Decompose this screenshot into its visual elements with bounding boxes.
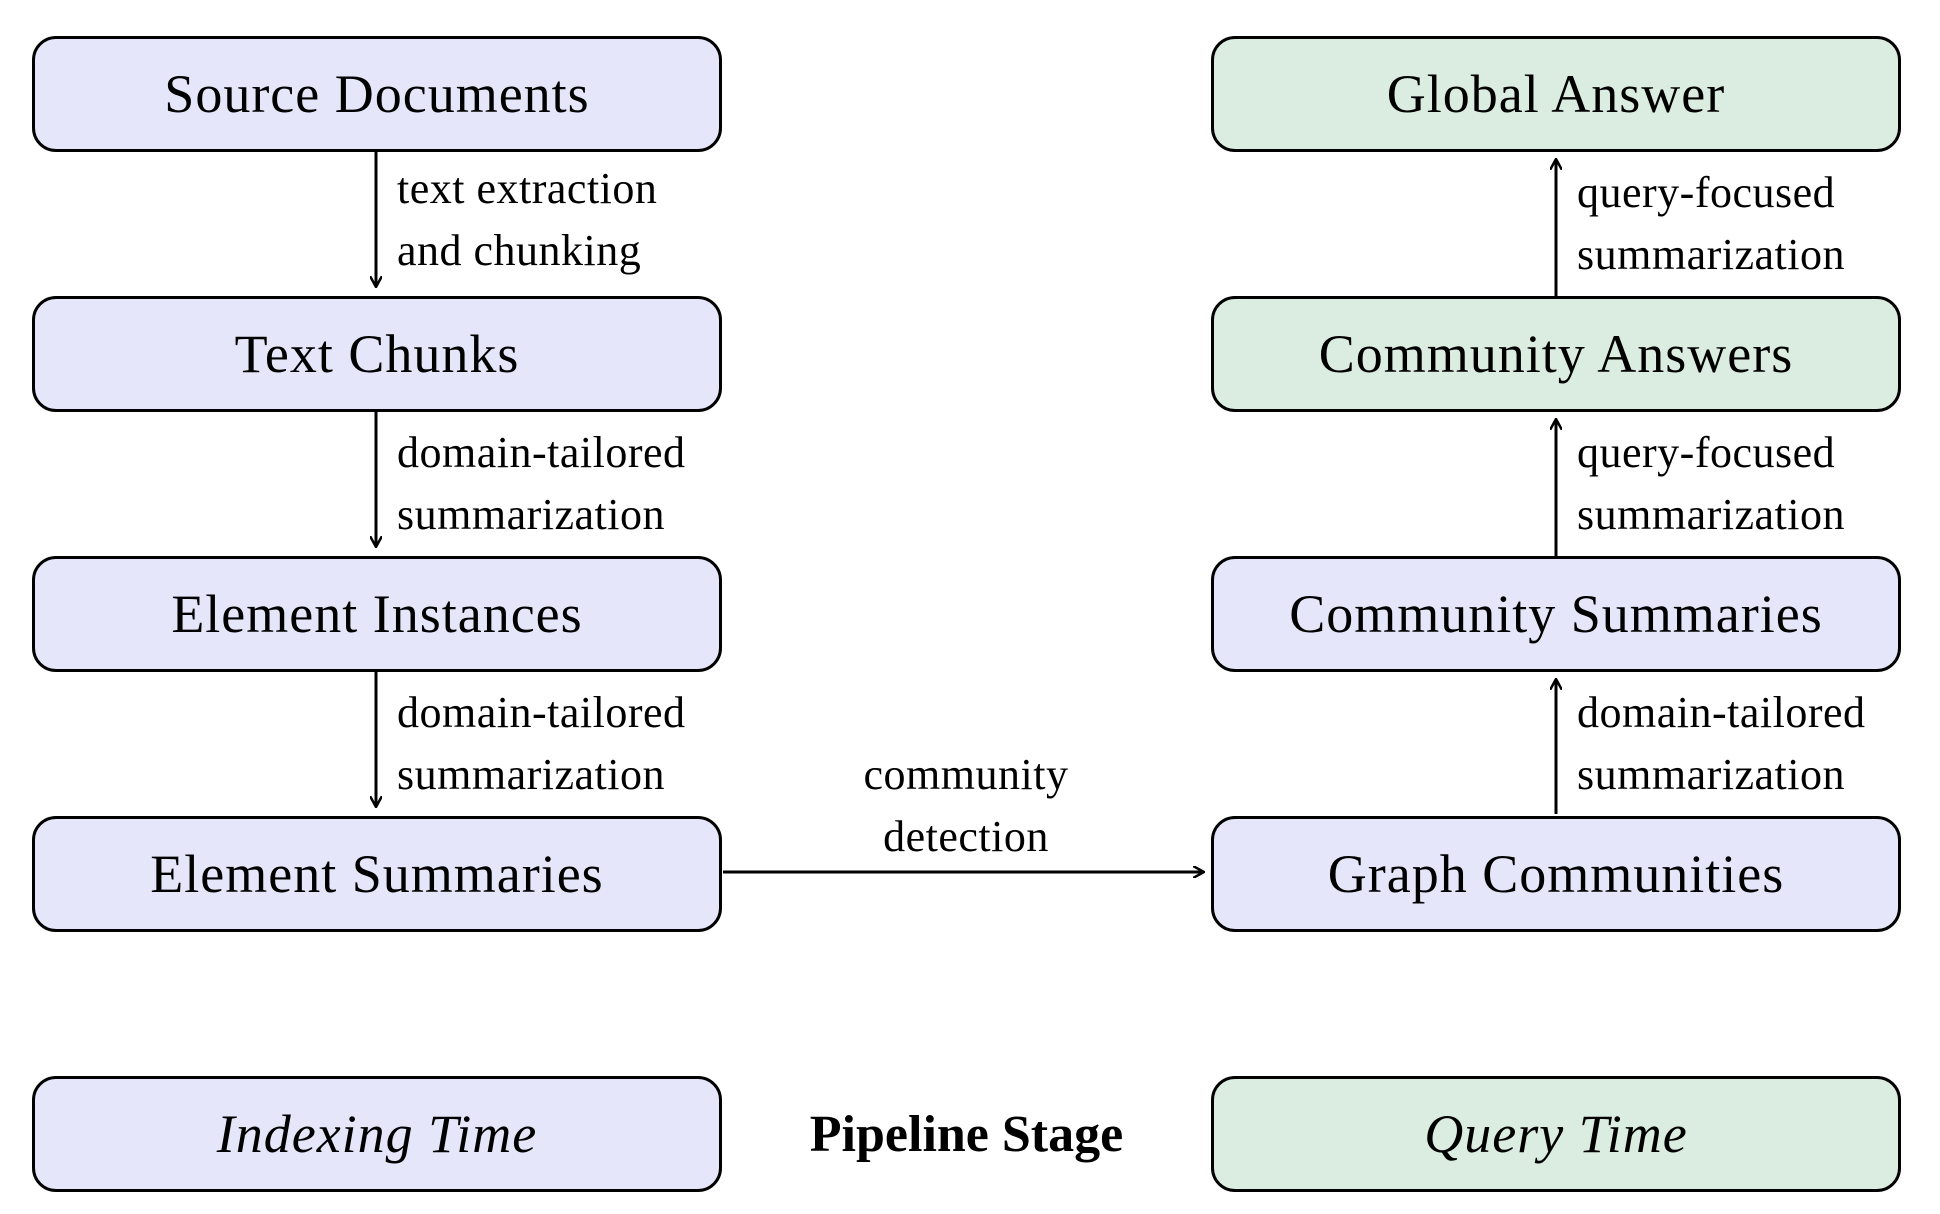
node-text-chunks: Text Chunks — [32, 296, 722, 412]
edge-label-line: domain-tailored — [1577, 688, 1866, 737]
edge-label-line: query-focused — [1577, 428, 1836, 477]
edge-label-text-extraction: text extraction and chunking — [397, 158, 657, 282]
node-element-summaries: Element Summaries — [32, 816, 722, 932]
legend-title: Pipeline Stage — [722, 1104, 1211, 1166]
node-label: Global Answer — [1386, 64, 1726, 124]
node-community-summaries: Community Summaries — [1211, 556, 1901, 672]
node-label: Graph Communities — [1327, 844, 1785, 904]
legend-query-time: Query Time — [1211, 1076, 1901, 1192]
edge-label-line: domain-tailored — [397, 428, 686, 477]
edge-label-instances-to-summaries: domain-tailored summarization — [397, 682, 686, 806]
legend-label: Indexing Time — [216, 1104, 538, 1164]
node-label: Text Chunks — [234, 324, 520, 384]
node-label: Element Instances — [171, 584, 583, 644]
legend-indexing-time: Indexing Time — [32, 1076, 722, 1192]
node-label: Community Summaries — [1289, 584, 1823, 644]
legend-label: Query Time — [1424, 1104, 1688, 1164]
edge-label-community-detection: community detection — [816, 744, 1116, 868]
edge-label-summaries-to-answers: query-focused summarization — [1577, 422, 1845, 546]
node-element-instances: Element Instances — [32, 556, 722, 672]
edge-label-line: summarization — [397, 750, 665, 799]
node-community-answers: Community Answers — [1211, 296, 1901, 412]
edge-label-line: community — [863, 750, 1069, 799]
node-label: Element Summaries — [150, 844, 604, 904]
node-global-answer: Global Answer — [1211, 36, 1901, 152]
edge-label-line: summarization — [397, 490, 665, 539]
edge-label-line: query-focused — [1577, 168, 1836, 217]
edge-label-line: summarization — [1577, 490, 1845, 539]
node-graph-communities: Graph Communities — [1211, 816, 1901, 932]
node-label: Community Answers — [1318, 324, 1794, 384]
edge-label-line: domain-tailored — [397, 688, 686, 737]
node-source-documents: Source Documents — [32, 36, 722, 152]
edge-label-line: detection — [883, 812, 1049, 861]
edge-label-chunks-to-instances: domain-tailored summarization — [397, 422, 686, 546]
edge-label-line: and chunking — [397, 226, 642, 275]
edge-label-line: text extraction — [397, 164, 658, 213]
edge-label-answers-to-global: query-focused summarization — [1577, 162, 1845, 286]
edge-label-line: summarization — [1577, 750, 1845, 799]
legend-title-text: Pipeline Stage — [809, 1106, 1124, 1163]
edge-label-communities-to-summaries: domain-tailored summarization — [1577, 682, 1866, 806]
edge-label-line: summarization — [1577, 230, 1845, 279]
node-label: Source Documents — [164, 64, 590, 124]
